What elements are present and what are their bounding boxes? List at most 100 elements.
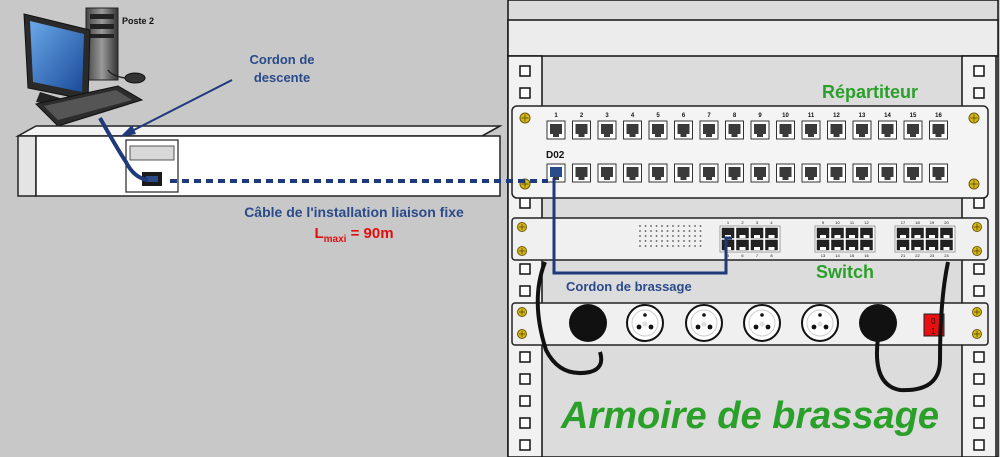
screw-icon (972, 329, 982, 339)
patch-panel-port[interactable] (597, 163, 617, 183)
switch-port[interactable] (911, 227, 924, 239)
screw-icon (517, 222, 527, 232)
patch-port-number: 15 (910, 113, 917, 119)
patch-panel-port[interactable] (827, 120, 846, 140)
switch-port-number: 11 (850, 220, 855, 225)
rack-hole (519, 263, 531, 275)
patch-panel-port[interactable] (878, 120, 897, 140)
patch-panel-port[interactable] (903, 120, 923, 140)
patch-panel-port[interactable] (852, 163, 872, 183)
switch-port[interactable] (940, 239, 953, 251)
switch-port[interactable] (750, 239, 764, 251)
patch-panel-port[interactable] (674, 120, 693, 140)
patch-panel-port[interactable] (546, 120, 566, 140)
patch-panel-port[interactable] (801, 120, 821, 140)
switch-port-number: 23 (930, 253, 935, 258)
switch-port-number: 18 (915, 220, 920, 225)
patch-panel-port[interactable] (699, 163, 719, 183)
patch-panel-port[interactable] (546, 163, 566, 183)
patch-panel-port[interactable] (725, 163, 744, 183)
switch-port[interactable] (925, 227, 939, 239)
switch-port[interactable] (765, 239, 778, 251)
status-led (639, 245, 641, 247)
patch-panel-port[interactable] (623, 120, 642, 140)
screw-icon (519, 112, 531, 124)
rack-hole (973, 197, 985, 209)
switch-port[interactable] (736, 239, 749, 251)
patch-panel-port[interactable] (572, 120, 591, 140)
switch-port[interactable] (750, 227, 764, 239)
switch-port[interactable] (860, 239, 873, 251)
switch-port-number: 21 (901, 253, 906, 258)
fixed-link-label: Câble de l'installation liaison fixe (244, 204, 464, 220)
plugged-socket (859, 304, 897, 342)
power-socket-icon (743, 304, 781, 342)
patch-panel-port[interactable] (776, 120, 795, 140)
patch-panel-port[interactable] (750, 163, 770, 183)
status-led (699, 240, 702, 242)
switch-port[interactable] (816, 227, 830, 239)
repartiteur-label: Répartiteur (822, 82, 918, 102)
workstation: Poste 2 (23, 7, 154, 127)
patch-panel-port[interactable] (852, 120, 872, 140)
switch-port[interactable] (721, 239, 735, 251)
switch-port[interactable] (816, 239, 830, 251)
switch-port[interactable] (831, 239, 844, 251)
switch-port-number: 19 (930, 220, 935, 225)
switch-port[interactable] (940, 227, 953, 239)
power-socket-icon (801, 304, 839, 342)
patch-panel-port[interactable] (878, 163, 897, 183)
patch-panel-port[interactable] (776, 163, 795, 183)
patch-panel-port[interactable] (929, 120, 948, 140)
status-led (661, 225, 663, 227)
switch-port[interactable] (831, 227, 844, 239)
patch-panel-port[interactable] (725, 120, 744, 140)
switch-port[interactable] (736, 227, 749, 239)
switch-port[interactable] (896, 227, 910, 239)
max-length-label: Lmaxi = 90m (314, 225, 393, 245)
switch-port[interactable] (896, 239, 910, 251)
status-led (677, 235, 680, 237)
patch-panel-port[interactable] (674, 163, 693, 183)
switch-port[interactable] (860, 227, 873, 239)
status-led (672, 245, 674, 247)
patch-cord-label: Cordon de brassage (566, 279, 692, 294)
patch-panel-port[interactable] (699, 120, 719, 140)
status-led (688, 230, 691, 232)
status-led (672, 230, 674, 232)
screw-icon (968, 178, 980, 190)
switch-port[interactable] (845, 239, 859, 251)
patch-panel-port[interactable] (801, 163, 821, 183)
patch-panel-port[interactable] (750, 120, 770, 140)
patch-panel-port[interactable] (572, 163, 591, 183)
switch-port[interactable] (765, 227, 778, 239)
status-led (683, 240, 685, 242)
switch-port-number: 24 (944, 253, 949, 258)
status-led (688, 225, 691, 227)
rack-hole (973, 373, 985, 385)
power-strip: 0 1 (511, 302, 989, 346)
patch-panel-port[interactable] (648, 120, 668, 140)
patch-panel-port[interactable] (827, 163, 846, 183)
status-led (694, 245, 696, 247)
status-led (699, 230, 702, 232)
switch-port[interactable] (845, 227, 859, 239)
status-led (683, 245, 685, 247)
patch-panel-port[interactable] (903, 163, 923, 183)
patch-panel-port[interactable] (929, 163, 948, 183)
patch-panel-port[interactable] (648, 163, 668, 183)
patch-panel-port[interactable] (597, 120, 617, 140)
screw-icon (972, 246, 982, 256)
status-led (655, 235, 658, 237)
switch-port-number: 5 (727, 253, 730, 258)
rack-hole (519, 395, 531, 407)
cabinet-title: Armoire de brassage (560, 395, 939, 437)
callout-arrow (125, 79, 233, 135)
switch-port[interactable] (911, 239, 924, 251)
switch-port[interactable] (925, 239, 939, 251)
status-led (644, 245, 647, 247)
status-led (650, 245, 652, 247)
status-led (683, 225, 685, 227)
patch-panel-port[interactable] (623, 163, 642, 183)
pdu-power-cable (875, 261, 950, 393)
